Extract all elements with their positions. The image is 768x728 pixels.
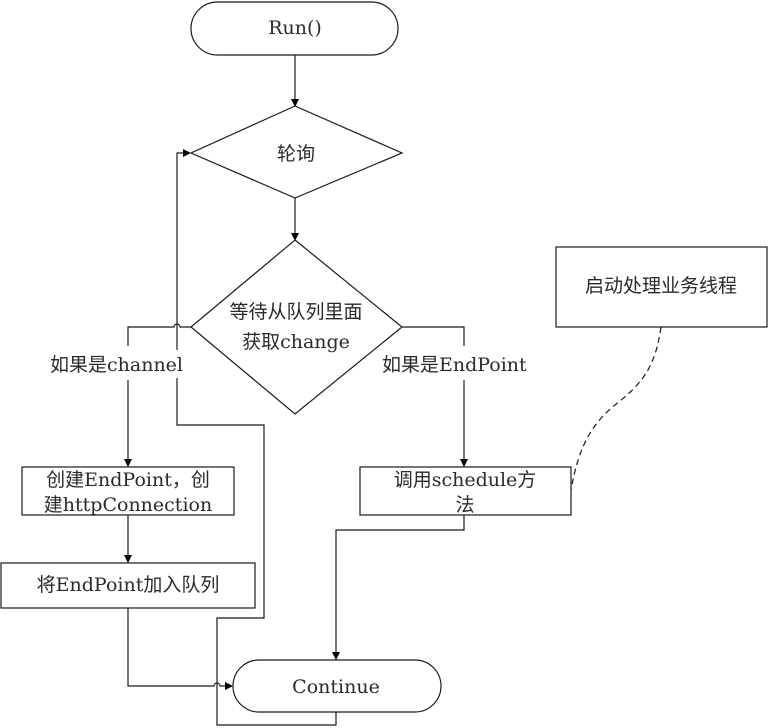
node-enqueue-label: 将EndPoint加入队列 [37,574,220,596]
edge-label-endpoint: 如果是EndPoint [382,354,527,376]
node-worker-label: 启动处理业务线程 [585,275,737,297]
node-worker[interactable]: 启动处理业务线程 [555,246,768,328]
arrowhead [291,233,299,241]
edge-label-channel: 如果是channel [50,354,183,376]
node-wait-label-line2: 获取change [242,331,350,353]
decision-shape [190,239,403,415]
node-create-label-line2: 建httpConnection [44,494,212,516]
arrowhead [291,99,299,107]
process-shape [21,466,235,516]
node-schedule-label-line1: 调用schedule方 [394,469,537,491]
node-poll-label: 轮询 [277,143,315,165]
edge-wait-to-schedule [402,326,465,346]
node-wait[interactable]: 等待从队列里面 获取change [190,239,403,415]
edge-worker-association [570,326,662,491]
edge-enqueue-to-continue [127,608,230,687]
process-shape [0,562,256,609]
node-continue-label: Continue [292,676,380,698]
decision-shape [189,105,404,199]
arrowhead [183,149,191,157]
process-shape [555,246,768,328]
node-continue[interactable]: Continue [232,659,442,713]
node-enqueue[interactable]: 将EndPoint加入队列 [0,562,256,609]
node-start-label: Run() [268,17,322,39]
arrowhead [124,555,132,563]
node-wait-label-line1: 等待从队列里面 [229,301,362,323]
node-start[interactable]: Run() [190,1,399,56]
edge-label-bg [48,350,206,378]
process-shape [359,466,572,516]
arrowhead [124,459,132,467]
node-create[interactable]: 创建EndPoint，创 建httpConnection [21,466,235,516]
node-poll[interactable]: 轮询 [189,105,404,199]
edge-schedule-to-continue [335,515,465,657]
arrowhead [332,652,340,660]
arrowhead [460,459,468,467]
edge-loop-back-to-poll [176,152,337,726]
terminator-shape [232,659,442,713]
edge-label-bg [380,350,550,378]
edge-wait-to-create [127,323,191,346]
node-schedule-label-line2: 法 [455,494,474,516]
arrowhead [225,682,233,690]
node-schedule[interactable]: 调用schedule方 法 [359,466,572,516]
node-create-label-line1: 创建EndPoint，创 [46,469,210,491]
terminator-shape [190,1,399,56]
